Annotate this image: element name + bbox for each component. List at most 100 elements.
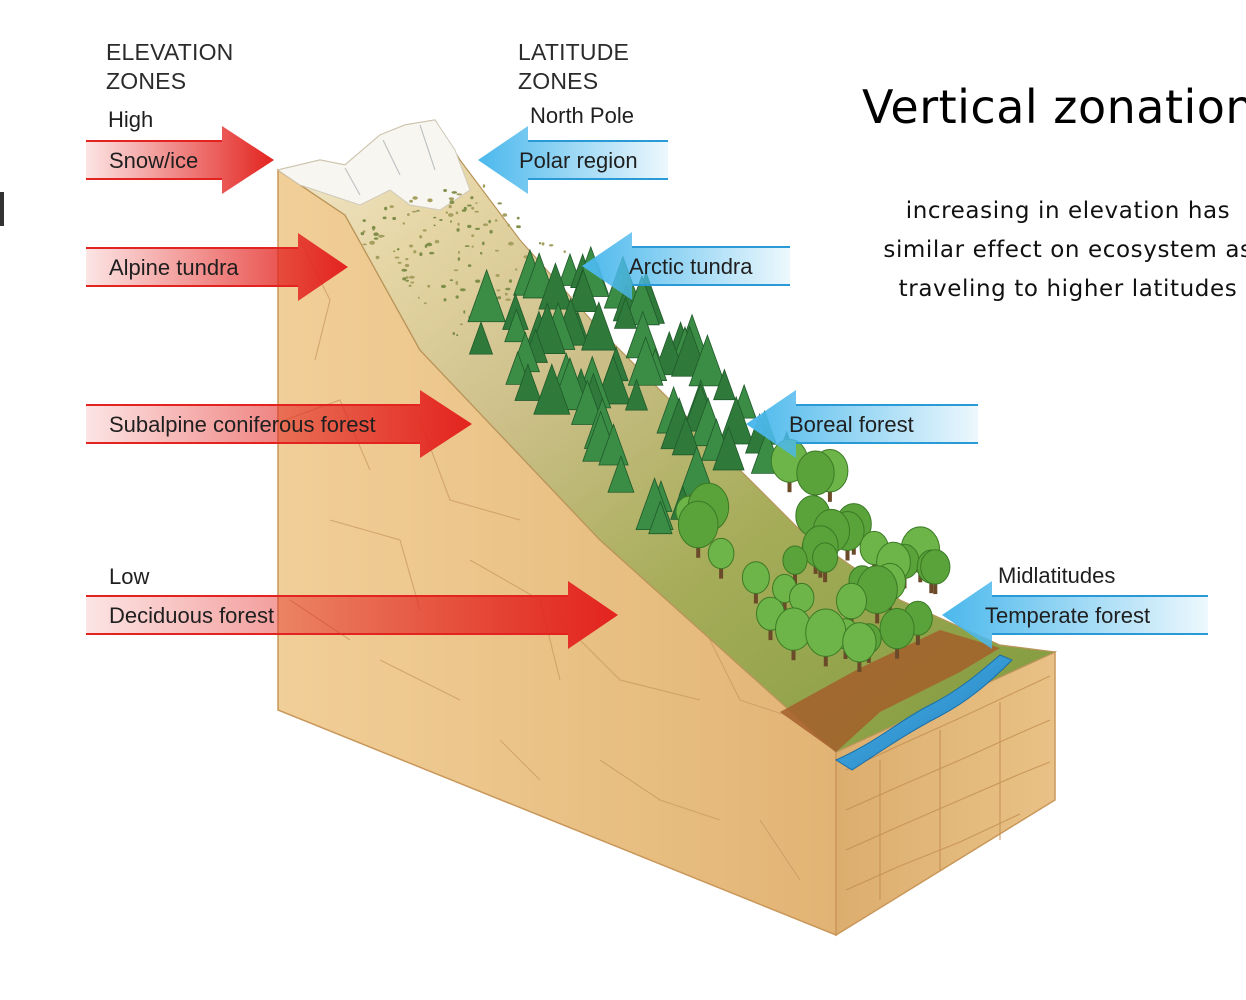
tundra-shrub xyxy=(457,222,460,226)
deciduous-tree xyxy=(707,537,735,570)
tundra-shrub xyxy=(417,296,420,299)
tundra-shrub xyxy=(389,205,394,208)
tundra-shrub xyxy=(375,255,380,260)
tree-trunk xyxy=(845,550,850,561)
tundra-shrub xyxy=(475,279,481,283)
deciduous-tree xyxy=(782,545,808,575)
tundra-shrub xyxy=(489,229,493,234)
tundra-shrub xyxy=(405,279,410,282)
tundra-shrub xyxy=(494,249,499,252)
tundra-shrub xyxy=(467,204,472,207)
tundra-shrub xyxy=(467,224,472,229)
tree-trunk xyxy=(857,662,862,672)
tundra-shrub xyxy=(459,288,466,292)
tundra-shrub xyxy=(514,268,518,271)
tree-trunk xyxy=(823,572,828,583)
tundra-shrub xyxy=(404,263,410,268)
elevation-zones-header: ELEVATION ZONES xyxy=(106,39,234,94)
tundra-shrub xyxy=(443,189,447,192)
tree-trunk xyxy=(929,583,934,594)
tundra-shrub xyxy=(410,281,415,284)
tree-trunk xyxy=(875,613,880,624)
deciduous-tree xyxy=(805,608,847,657)
conifer-tree xyxy=(713,368,736,401)
tundra-shrub xyxy=(502,213,508,217)
description-line-2: similar effect on ecosystem as xyxy=(883,237,1246,263)
elevation-high-label: High xyxy=(108,107,154,132)
tundra-shrub xyxy=(507,223,510,227)
description-line-3: traveling to higher latitudes xyxy=(898,276,1238,302)
conifer-tree xyxy=(624,378,648,411)
deciduous-tree xyxy=(677,500,719,549)
tundra-shrub xyxy=(392,216,397,221)
tundra-shrub xyxy=(419,252,423,257)
deciduous-forest xyxy=(675,438,951,672)
tundra-shrub xyxy=(453,269,459,272)
tundra-shrub xyxy=(409,244,414,248)
tundra-shrub xyxy=(382,216,387,220)
tundra-shrub xyxy=(448,204,452,209)
deciduous-tree xyxy=(741,561,770,594)
tree-trunk xyxy=(827,491,832,502)
tundra-shrub xyxy=(467,264,472,267)
tundra-shrub xyxy=(411,210,417,213)
tundra-shrub xyxy=(451,191,458,194)
conifer-tree xyxy=(607,455,635,493)
tundra-shrub xyxy=(422,229,427,232)
tree-trunk xyxy=(823,656,828,667)
tundra-shrub xyxy=(456,228,460,232)
tundra-shrub xyxy=(433,216,437,219)
tree-trunk xyxy=(818,567,823,578)
tundra-shrub xyxy=(474,210,480,213)
slide-title: Vertical zonation xyxy=(862,80,1246,134)
tundra-shrub xyxy=(455,295,459,299)
tundra-shrub xyxy=(412,196,418,200)
tundra-shrub xyxy=(440,284,447,289)
tree-trunk xyxy=(787,482,792,493)
tundra-shrub xyxy=(373,237,379,240)
tundra-shrub xyxy=(394,256,400,259)
elevation-arrow-alpine xyxy=(86,233,348,301)
tundra-shrub xyxy=(456,193,463,196)
tundra-shrub xyxy=(402,222,405,225)
tree-trunk xyxy=(933,584,938,595)
river xyxy=(834,654,1013,771)
deciduous-tree xyxy=(879,608,915,650)
tundra-shrub xyxy=(563,250,566,254)
tree-trunk xyxy=(895,648,900,659)
tundra-shrub xyxy=(401,268,408,272)
tundra-shrub xyxy=(459,323,464,326)
tundra-shrub xyxy=(408,284,412,287)
tundra-shrub xyxy=(457,257,461,261)
tundra-shrub xyxy=(456,334,459,337)
tundra-shrub xyxy=(463,310,466,314)
tundra-shrub xyxy=(538,242,542,245)
tundra-shrub xyxy=(496,289,501,292)
tundra-shrub xyxy=(384,206,388,211)
elevation-zone-alpine-tundra: Alpine tundra xyxy=(109,255,239,280)
tundra-shrub xyxy=(464,245,470,248)
elevation-zone-subalpine-forest: Subalpine coniferous forest xyxy=(109,412,376,437)
tundra-shrub xyxy=(471,245,474,248)
tundra-shrub xyxy=(482,184,486,188)
deciduous-tree xyxy=(812,542,839,573)
tundra-shrub xyxy=(495,274,500,277)
deciduous-tree xyxy=(920,549,951,585)
tree-trunk xyxy=(793,574,797,585)
tundra-shrub xyxy=(378,234,384,238)
tree-trunk xyxy=(813,563,818,574)
tree-trunk xyxy=(768,630,773,641)
tundra-shrub xyxy=(516,225,521,229)
tundra-shrub xyxy=(429,251,435,255)
tundra-shrub xyxy=(449,279,454,282)
tundra-shrub xyxy=(497,202,502,205)
latitude-arrow-polar xyxy=(478,126,668,194)
tree-trunk xyxy=(791,650,796,661)
tundra-shrub xyxy=(362,243,367,246)
slide-edge-mark xyxy=(0,192,4,226)
tundra-shrub xyxy=(396,248,400,251)
tundra-shrub xyxy=(423,302,427,305)
tundra-shrub xyxy=(461,209,467,212)
tundra-shrub xyxy=(482,241,485,246)
